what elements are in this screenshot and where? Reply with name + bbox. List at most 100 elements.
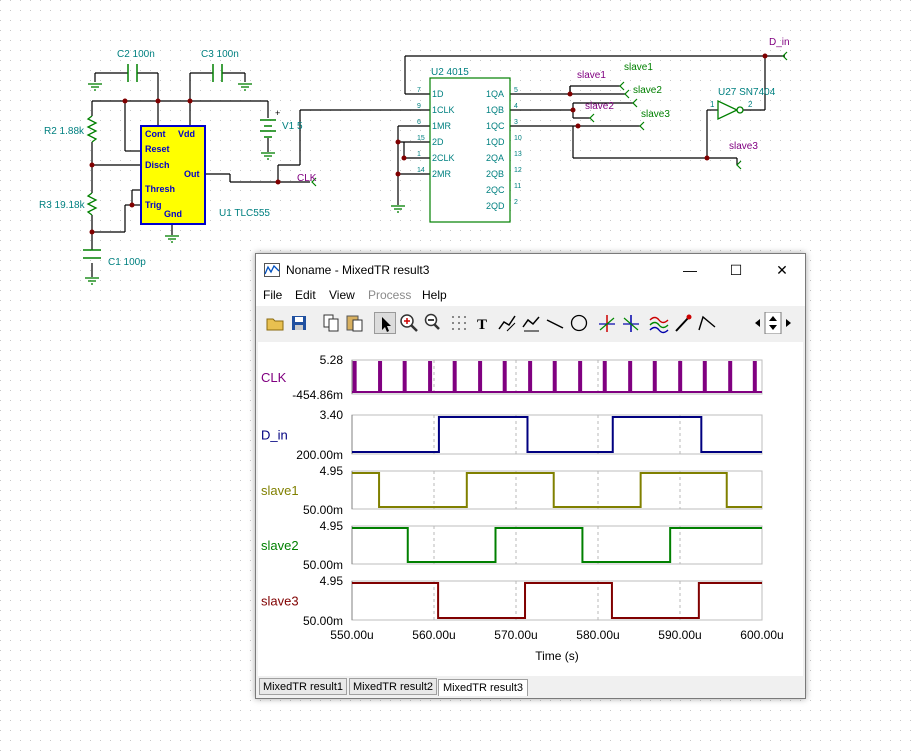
u2-pin-number-right: 2: [514, 199, 518, 206]
y-max-label: 5.28: [320, 353, 344, 367]
window-title: Noname - MixedTR result3: [286, 263, 430, 277]
u2-pin-number-right: 3: [514, 119, 518, 126]
u2-pin-label-right: 2QD: [486, 201, 505, 211]
pointer-icon[interactable]: [374, 312, 396, 334]
u1-pin-thresh: Thresh: [145, 184, 175, 194]
label-r2: R2 1.88k: [44, 126, 85, 137]
inverter-symbol[interactable]: [717, 99, 739, 121]
ramp-icon[interactable]: [696, 312, 718, 334]
u2-pin-label-right: 2QA: [486, 153, 504, 163]
u2-pin-label-left: 2MR: [432, 169, 452, 179]
x-tick-label: 590.00u: [658, 628, 701, 642]
label-v1: V1 5: [282, 121, 303, 132]
u2-pin-number-left: 6: [417, 119, 421, 126]
x-axis-title: Time (s): [535, 649, 579, 663]
u2-shift-register-block[interactable]: [429, 77, 511, 223]
text-icon[interactable]: T: [472, 312, 494, 334]
series-label: CLK: [261, 370, 287, 385]
analysis-window[interactable]: Noname - MixedTR result3 — ☐ ✕ File Edit…: [255, 253, 806, 699]
menu-bar: File Edit View Process Help: [256, 286, 805, 306]
u2-pin-number-left: 7: [417, 87, 421, 94]
battery-symbol: [260, 119, 276, 138]
y-max-label: 3.40: [320, 408, 344, 422]
panel-frame: [351, 470, 763, 510]
schematic-wires: [91, 55, 785, 277]
x-tick-label: 580.00u: [576, 628, 619, 642]
u2-pin-number-right: 13: [514, 151, 522, 158]
label-r3: R3 19.18k: [39, 200, 86, 211]
open-icon[interactable]: [264, 312, 286, 334]
label-c1: C1 100p: [108, 257, 146, 268]
line-tool-icon[interactable]: [544, 312, 566, 334]
save-icon[interactable]: [288, 312, 310, 334]
waveform-icon[interactable]: [648, 312, 670, 334]
series-label: slave3: [261, 594, 299, 609]
title-bar[interactable]: Noname - MixedTR result3 — ☐ ✕: [256, 254, 805, 286]
tab-mixedtr-result3[interactable]: MixedTR result3: [438, 679, 528, 696]
ellipse-icon[interactable]: [568, 312, 590, 334]
toolbar: T: [258, 311, 803, 337]
menu-process[interactable]: Process: [368, 288, 412, 302]
y-max-label: 4.95: [320, 574, 344, 588]
cursor-a-mark-icon[interactable]: [596, 312, 618, 334]
paste-icon[interactable]: [344, 312, 366, 334]
u2-pin-label-left: 1MR: [432, 121, 452, 131]
u2-pin-number-right: 4: [514, 103, 518, 110]
menu-help[interactable]: Help: [422, 288, 447, 302]
copy-icon[interactable]: [320, 312, 342, 334]
label-c2: C2 100n: [117, 49, 155, 60]
series-label: slave1: [261, 483, 299, 498]
waveform-chart[interactable]: 5.28-454.86mCLK3.40200.00mD_in4.9550.00m…: [258, 342, 803, 676]
y-min-label: 50.00m: [303, 558, 343, 572]
u1-pin-trig: Trig: [145, 200, 162, 210]
u2-pin-number-left: 9: [417, 103, 421, 110]
u2-pin-number-right: 10: [514, 135, 522, 142]
panel-frame: [351, 359, 763, 395]
u1-timer-block[interactable]: [140, 125, 206, 225]
maximize-button[interactable]: ☐: [729, 262, 743, 278]
u1-pin-vdd: Vdd: [178, 129, 195, 139]
label-u1: U1 TLC555: [219, 208, 270, 219]
u1-pin-gnd: Gnd: [164, 209, 182, 219]
cursor-a-icon[interactable]: [496, 312, 518, 334]
u2-pin-label-right: 2QB: [486, 169, 504, 179]
trace-slave1: [352, 472, 762, 508]
u2-pin-number-right: 12: [514, 167, 522, 174]
grid-icon[interactable]: [448, 312, 470, 334]
y-max-label: 4.95: [320, 519, 344, 533]
label-slave2-a: slave2: [585, 101, 614, 112]
menu-file[interactable]: File: [263, 288, 283, 302]
zoom-in-icon[interactable]: [398, 312, 420, 334]
svg-text:T: T: [477, 317, 487, 333]
u2-pin-number-left: 14: [417, 167, 425, 174]
zoom-100-icon[interactable]: [422, 312, 444, 334]
u2-pin-label-left: 2D: [432, 137, 444, 147]
tab-mixedtr-result2[interactable]: MixedTR result2: [349, 678, 437, 695]
panel-frame: [351, 414, 763, 455]
u2-pin-label-right: 1QC: [486, 121, 505, 131]
u2-pin-number-left: 1: [417, 151, 421, 158]
label-slave2-b: slave2: [633, 85, 662, 96]
panel-frame: [351, 580, 763, 621]
label-u27-out: 2: [748, 100, 753, 109]
cursor-b-icon[interactable]: [520, 312, 542, 334]
tab-mixedtr-result1[interactable]: MixedTR result1: [259, 678, 347, 695]
label-u27-in: 1: [710, 100, 715, 109]
scroll-arrows-icon[interactable]: [750, 311, 798, 335]
label-slave3-b: slave3: [729, 141, 758, 152]
cursor-b-mark-icon[interactable]: [620, 312, 642, 334]
menu-view[interactable]: View: [329, 288, 355, 302]
y-min-label: 50.00m: [303, 503, 343, 517]
panel-frame: [351, 525, 763, 565]
label-plus: +: [275, 108, 280, 118]
probe-icon[interactable]: [672, 312, 694, 334]
close-button[interactable]: ✕: [776, 262, 788, 278]
x-tick-label: 570.00u: [494, 628, 537, 642]
u2-pin-label-right: 1QA: [486, 89, 504, 99]
x-tick-label: 600.00u: [740, 628, 783, 642]
menu-edit[interactable]: Edit: [295, 288, 316, 302]
label-clk: CLK: [297, 173, 317, 184]
u1-pin-disch: Disch: [145, 160, 170, 170]
minimize-button[interactable]: —: [683, 262, 697, 278]
